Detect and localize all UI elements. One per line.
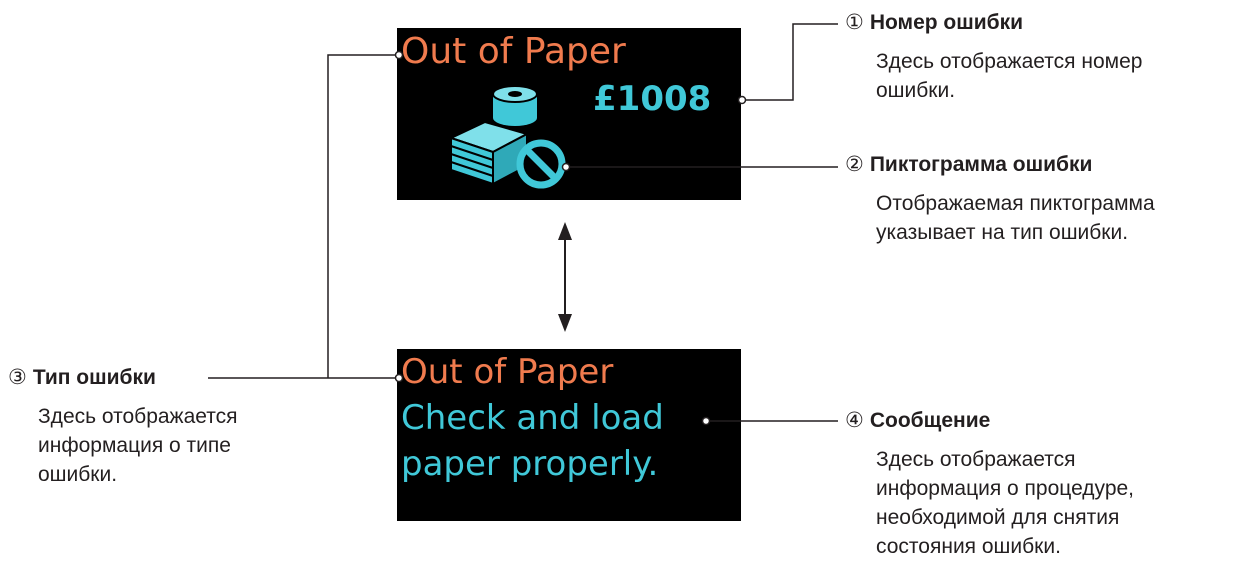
callout-desc-line: Отображаемая пиктограмма [876,192,1155,215]
callout-title: Номер ошибки [869,11,1024,34]
callout-title: Сообщение [869,409,991,432]
callout-desc-line: ошибки. [38,463,118,486]
callout-desc-line: состояния ошибки. [876,535,1061,558]
callout-desc-line: Здесь отображается номер [876,50,1143,73]
callout-desc-line: Здесь отображается [38,405,238,428]
callout-desc-line: ошибки. [876,79,956,102]
callout-desc-line: указывает на тип ошибки. [876,221,1129,244]
callout-desc-line: информация о типе [38,434,231,457]
paper-out-icon [448,85,566,189]
lcd-screen-icon-view: Out of Paper £1008 [397,28,741,200]
callout-title: Тип ошибки [32,366,156,389]
screen-message-line-2: paper properly. [401,444,659,484]
callout-title: Пиктограмма ошибки [869,153,1093,176]
callout-number: ② [845,153,864,176]
callout-desc-line: информация о процедуре, [876,477,1135,500]
leader-line-error-number [742,23,838,101]
screen-error-number: £1008 [593,79,712,119]
callout-desc-line: Здесь отображается [876,448,1076,471]
screen-error-type-bottom: Out of Paper [401,352,614,392]
callout-number: ① [845,11,864,34]
screen-error-type: Out of Paper [401,31,626,72]
leader-line-error-type [327,54,399,378]
callout-number: ③ [8,366,27,389]
callout-desc-line: необходимой для снятия [876,506,1120,529]
callout-number: ④ [845,409,864,432]
double-headed-arrow-icon [558,222,572,332]
screen-message-line-1: Check and load [401,398,664,438]
lcd-screen-message-view: Out of Paper Check and load paper proper… [397,349,741,521]
